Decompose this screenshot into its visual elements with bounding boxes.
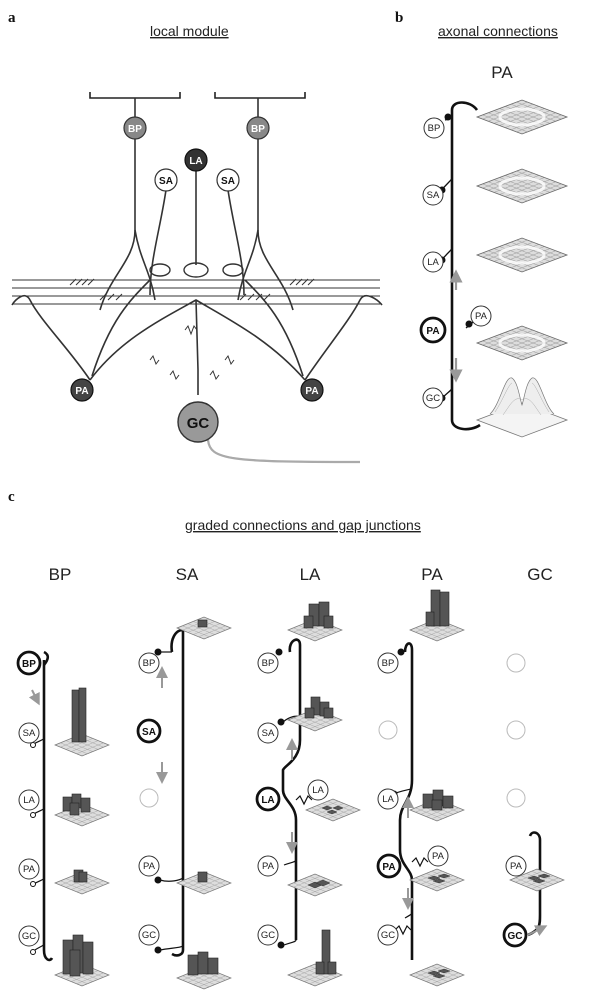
col-sa-cell-bp-label: BP [143, 658, 156, 669]
col-la-cell-sa: SA [257, 722, 279, 744]
panel-a-sa-left-label: SA [159, 176, 173, 187]
col-bp-cell-gc-label: GC [22, 931, 36, 942]
col-sa-cell-pa: PA [138, 855, 160, 877]
col-sa-empty-la [139, 788, 159, 808]
panel-c-title: graded connections and gap junctions [185, 517, 421, 533]
panel-a-la: LA [184, 148, 208, 172]
panel-a-gc-label: GC [187, 415, 210, 432]
col-sa-cell-pa-label: PA [143, 861, 156, 872]
panel-a-sa-right-label: SA [221, 176, 235, 187]
panel-b-pa-label: PA [426, 326, 439, 337]
col-bp-cell-pa: PA [18, 858, 40, 880]
col-la-cell-bp: BP [257, 652, 279, 674]
col-pa-cell-gc: GC [377, 924, 399, 946]
col-la-cell-la: LA [255, 786, 281, 812]
col-title-pa: PA [421, 565, 443, 584]
col-title-bp: BP [49, 565, 72, 584]
panel-b-la: LA [422, 251, 444, 273]
col-pa-cell-la: LA [377, 788, 399, 810]
panel-b-subtitle: PA [491, 63, 513, 82]
col-bp-cell-gc: GC [18, 925, 40, 947]
panel-b-la-label: LA [427, 257, 439, 268]
column-pa: BP LA PA PA GC [376, 589, 465, 987]
col-bp-cell-pa-label: PA [23, 864, 36, 875]
col-pa-empty-sa [378, 720, 398, 740]
col-bp-cell-la-label: LA [23, 795, 35, 806]
col-la-cell-gc-label: GC [261, 930, 275, 941]
panel-b-gc-label: GC [426, 393, 440, 404]
panel-a-title: local module [150, 23, 229, 39]
col-sa-cell-gc-label: GC [142, 930, 156, 941]
col-la-cell-la-label: LA [261, 795, 274, 806]
panel-b-sa: SA [422, 184, 444, 206]
panel-b-pa: PA [419, 316, 447, 344]
col-pa-cell-pa: PA [376, 853, 402, 879]
col-pa-cell-la-label: LA [382, 794, 394, 805]
col-gc-cell-pa: PA [505, 855, 527, 877]
panel-a-pa-left-label: PA [75, 386, 88, 397]
panel-a-letter: a [8, 10, 16, 26]
column-gc: PA GC [502, 653, 565, 948]
col-bp-cell-sa-label: SA [23, 728, 36, 739]
panel-b-gc-surface [475, 377, 569, 438]
panel-a-la-label: LA [189, 156, 202, 167]
col-bp-cell-bp-label: BP [22, 659, 36, 670]
panel-a-sa-right: SA [216, 168, 240, 192]
col-la-cell-pa: PA [257, 855, 279, 877]
col-pa-cell-bp-label: BP [382, 658, 395, 669]
panel-a-bp-left-label: BP [128, 124, 142, 135]
col-la-cell-sa-label: SA [262, 728, 275, 739]
panel-a-bp-left: BP [123, 116, 147, 140]
col-bp-cell-bp: BP [16, 650, 42, 676]
col-gc-cell-pa-label: PA [510, 861, 523, 872]
panel-a-gc: GC [177, 401, 219, 443]
panel-b-title: axonal connections [438, 23, 558, 39]
panel-a-bp-right: BP [246, 116, 270, 140]
col-la-cell-la-target: LA [307, 779, 329, 801]
column-la: BP SA LA LA PA GC [255, 601, 361, 987]
panel-b-gc: GC [422, 387, 444, 409]
col-pa-cell-pa-target-label: PA [432, 851, 445, 862]
panel-b-sa-label: SA [427, 190, 440, 201]
col-pa-cell-pa-label: PA [382, 862, 395, 873]
panel-a: a local module [8, 10, 383, 464]
panel-a-bp-right-label: BP [251, 124, 265, 135]
panel-c: c graded connections and gap junctions B… [8, 489, 565, 990]
panel-b-bp-label: BP [428, 123, 441, 134]
col-pa-cell-bp: BP [377, 652, 399, 674]
col-la-cell-bp-label: BP [262, 658, 275, 669]
column-sa: BP SA PA GC [136, 616, 232, 990]
col-gc-empty-sa [506, 720, 526, 740]
panel-b: b axonal connections PA [395, 10, 569, 438]
panel-a-sa-left: SA [154, 168, 178, 192]
col-title-sa: SA [176, 565, 199, 584]
col-sa-cell-sa: SA [136, 718, 162, 744]
col-la-cell-la-target-label: LA [312, 785, 324, 796]
panel-b-letter: b [395, 10, 403, 26]
panel-c-letter: c [8, 489, 15, 505]
col-gc-cell-gc: GC [502, 922, 528, 948]
col-bp-cell-sa: SA [18, 722, 40, 744]
panel-b-pa-target-label: PA [475, 311, 488, 322]
col-gc-empty-bp [506, 653, 526, 673]
col-sa-cell-sa-label: SA [142, 727, 156, 738]
col-la-cell-pa-label: PA [262, 861, 275, 872]
panel-a-pa-right: PA [300, 378, 324, 402]
column-bp: BP SA LA PA GC [16, 650, 110, 987]
col-title-la: LA [300, 565, 321, 584]
col-gc-cell-gc-label: GC [508, 931, 523, 942]
col-sa-cell-gc: GC [138, 924, 160, 946]
col-gc-empty-la [506, 788, 526, 808]
col-pa-cell-gc-label: GC [381, 930, 395, 941]
col-title-gc: GC [527, 565, 553, 584]
col-la-cell-gc: GC [257, 924, 279, 946]
panel-b-bp: BP [423, 117, 445, 139]
col-bp-cell-la: LA [18, 789, 40, 811]
panel-a-pa-left: PA [70, 378, 94, 402]
col-pa-cell-pa-target: PA [427, 845, 449, 867]
panel-a-pa-right-label: PA [305, 386, 318, 397]
col-sa-cell-bp: BP [138, 652, 160, 674]
panel-b-pa-target: PA [470, 305, 492, 327]
